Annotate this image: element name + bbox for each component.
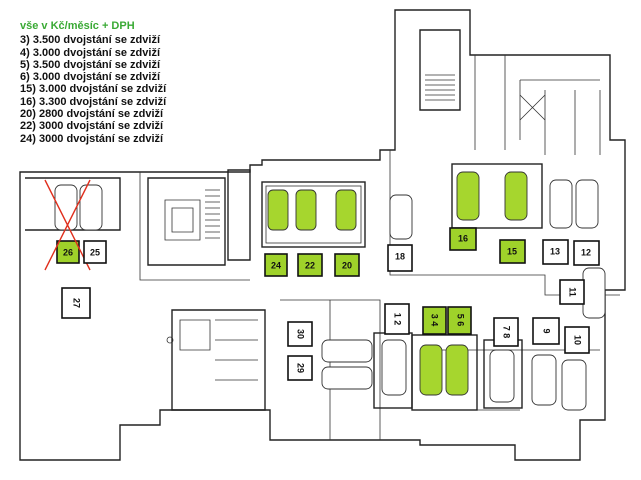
car-icon [531, 354, 557, 406]
car-icon [549, 179, 573, 229]
space-1-2[interactable]: 1 2 [384, 303, 410, 335]
space-13[interactable]: 13 [542, 239, 569, 265]
legend-row: 6) 3.000 dvojstání se zdviží [20, 71, 161, 84]
space-27[interactable]: 27 [61, 287, 91, 319]
svg-text:18: 18 [395, 251, 405, 261]
space-26[interactable]: 26 [44, 179, 91, 271]
legend-row: 5) 3.500 dvojstání se zdviží [20, 58, 161, 71]
car-icon [381, 339, 407, 396]
legend-row: 4) 3.000 dvojstání se zdviží [20, 46, 161, 59]
space-24[interactable]: 24 [264, 253, 288, 277]
svg-text:30: 30 [296, 329, 306, 339]
svg-text:25: 25 [90, 247, 100, 257]
cars [54, 171, 606, 411]
legend-row: 3) 3.500 dvojstání se zdviží [20, 34, 161, 47]
legend-row: 15) 3.000 dvojstání se zdviží [20, 83, 167, 96]
svg-text:26: 26 [63, 247, 73, 257]
car-icon [321, 366, 373, 390]
space-30[interactable]: 30 [287, 321, 313, 347]
svg-text:29: 29 [296, 363, 306, 373]
svg-text:12: 12 [581, 247, 591, 257]
svg-text:11: 11 [568, 287, 578, 297]
car-icon [582, 267, 606, 319]
space-3-4[interactable]: 3 4 [422, 306, 447, 335]
car-icon [489, 349, 515, 403]
car-icon [419, 344, 443, 396]
car-icon [561, 359, 587, 411]
svg-text:16: 16 [458, 233, 468, 243]
space-18[interactable]: 18 [387, 244, 413, 272]
space-29[interactable]: 29 [287, 355, 313, 381]
space-22[interactable]: 22 [297, 253, 323, 277]
space-16[interactable]: 16 [449, 227, 477, 251]
space-11[interactable]: 11 [559, 279, 585, 305]
svg-text:9: 9 [542, 328, 552, 333]
legend-title: vše v Kč/měsíc + DPH [20, 20, 135, 32]
svg-text:3 4: 3 4 [430, 314, 440, 327]
space-10[interactable]: 10 [564, 326, 590, 354]
car-icon [321, 339, 373, 363]
car-icon [295, 189, 317, 231]
car-icon [575, 179, 599, 229]
car-icon [267, 189, 289, 231]
svg-text:7 8: 7 8 [502, 326, 512, 339]
space-7-8[interactable]: 7 8 [493, 317, 519, 347]
legend-row: 16) 3.300 dvojstání se zdviží [20, 95, 167, 108]
svg-text:10: 10 [573, 335, 583, 345]
svg-text:1 2: 1 2 [393, 313, 403, 326]
car-icon [456, 171, 480, 221]
car-icon [335, 189, 357, 231]
car-icon [389, 194, 413, 240]
legend-row: 24) 3000 dvojstání se zdviží [20, 132, 164, 145]
svg-text:13: 13 [550, 246, 560, 256]
space-15[interactable]: 15 [499, 239, 526, 264]
legend-row: 22) 3000 dvojstání se zdviží [20, 120, 164, 133]
svg-text:20: 20 [342, 260, 352, 270]
svg-text:24: 24 [271, 260, 281, 270]
price-legend: vše v Kč/měsíc + DPH 3) 3.500 dvojstání … [20, 20, 166, 145]
space-5-6[interactable]: 5 6 [447, 306, 472, 335]
car-icon [504, 171, 528, 221]
space-20[interactable]: 20 [334, 253, 360, 277]
space-12[interactable]: 12 [573, 240, 600, 266]
crossed-out-mark [44, 179, 91, 271]
parking-spaces: 26 25 27 24 22 20 18 16 15 13 12 11 1 2 … [44, 179, 600, 381]
car-icon [79, 184, 103, 231]
svg-text:22: 22 [305, 260, 315, 270]
svg-text:15: 15 [507, 246, 517, 256]
car-icon [445, 344, 469, 396]
svg-text:27: 27 [72, 298, 82, 308]
space-9[interactable]: 9 [532, 317, 560, 345]
space-25[interactable]: 25 [83, 240, 107, 264]
svg-text:5 6: 5 6 [456, 314, 466, 327]
legend-row: 20) 2800 dvojstání se zdviží [20, 108, 164, 121]
